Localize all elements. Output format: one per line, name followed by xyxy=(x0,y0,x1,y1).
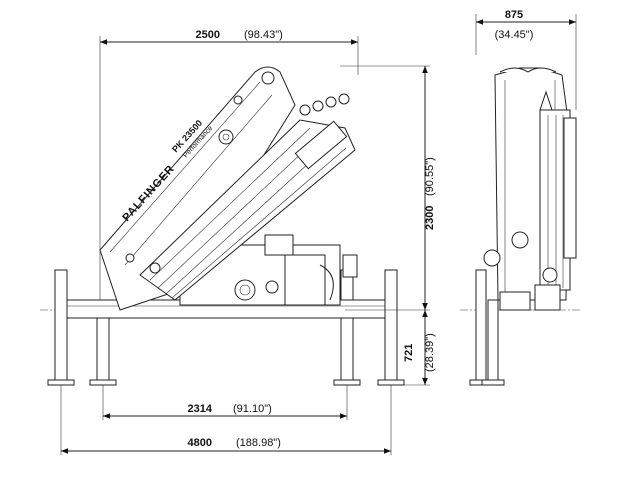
outer-boom xyxy=(125,93,356,301)
top-width-inch: (98.43") xyxy=(244,29,283,41)
stabilizer-outer-inch: (188.98") xyxy=(236,437,281,449)
side-width-inch: (34.45") xyxy=(495,29,534,41)
crane-base xyxy=(179,234,358,306)
side-stabilizer-legs xyxy=(469,269,505,386)
dimension-stabilizer-outer: 4800 (188.98") xyxy=(61,437,391,454)
dimension-top-width: 2500 (98.43") xyxy=(100,29,358,45)
side-view: 875 (34.45") xyxy=(460,9,580,386)
side-boom xyxy=(483,67,577,311)
front-view: PALFINGER PK 23500 Performance 2500 (98.… xyxy=(40,29,436,455)
dimension-stabilizer-inner: 2314 (91.10") xyxy=(103,403,347,419)
side-width-mm: 875 xyxy=(505,9,523,21)
stabilizer-inner-mm: 2314 xyxy=(188,403,213,415)
stabilizer-outer-mm: 4800 xyxy=(188,437,212,449)
stabilizer-inner-inch: (91.10") xyxy=(233,403,272,415)
below-base-inch: (28.39") xyxy=(424,333,436,372)
total-height-inch: (90.55") xyxy=(424,157,436,196)
dimension-total-height: 2300 (90.55") xyxy=(422,66,436,310)
dimension-side-width: 875 (34.45") xyxy=(476,9,576,41)
dimension-below-base: 721 (28.39") xyxy=(403,310,436,385)
below-base-mm: 721 xyxy=(403,344,415,362)
top-width-mm: 2500 xyxy=(196,29,220,41)
stabilizer-leg-outer-right xyxy=(377,269,405,386)
total-height-mm: 2300 xyxy=(424,206,436,230)
stabilizer-leg-outer-left xyxy=(47,269,75,386)
